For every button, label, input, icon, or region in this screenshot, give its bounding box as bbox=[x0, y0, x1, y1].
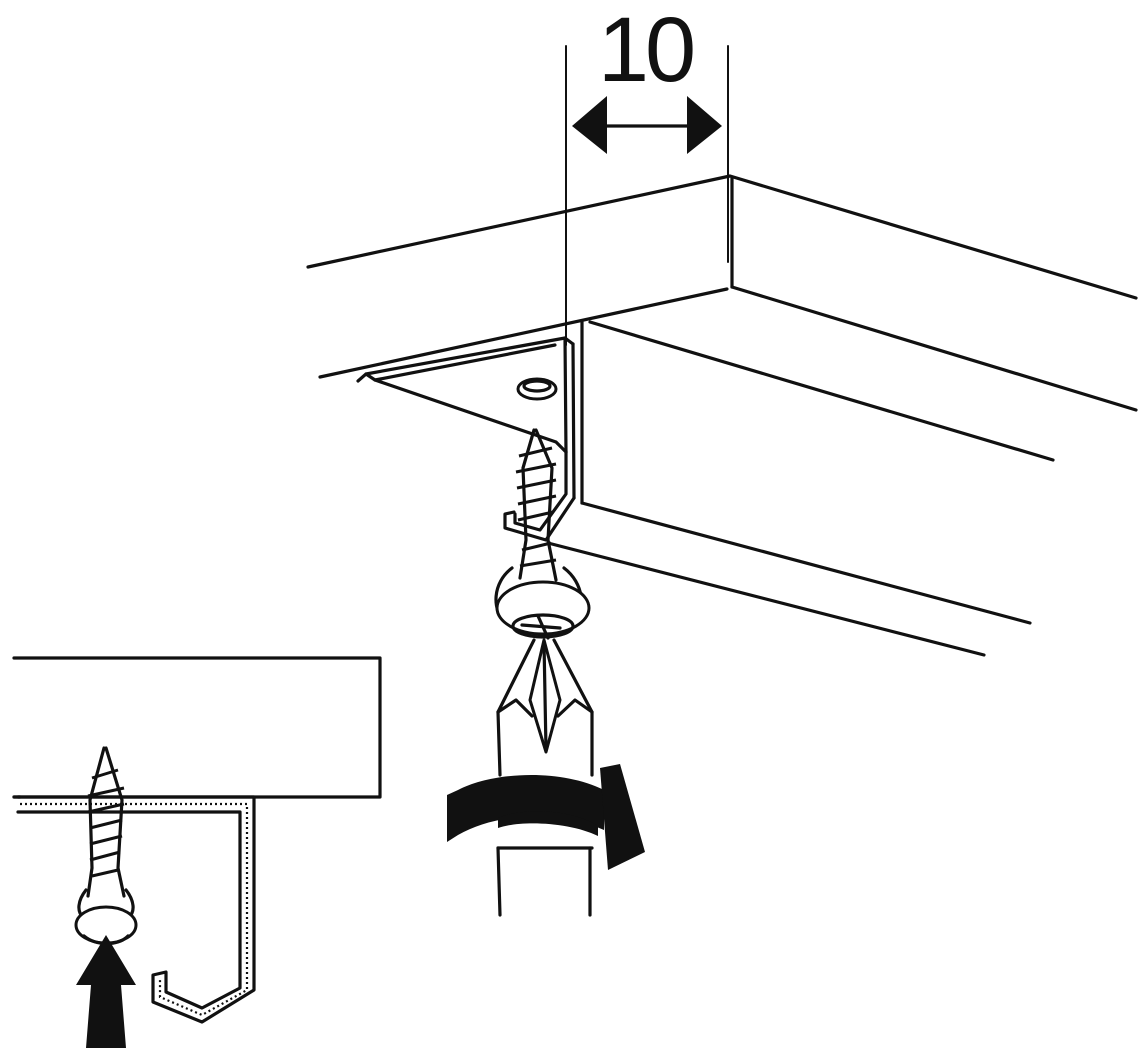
cabinet-side-panel bbox=[546, 320, 1032, 657]
inset-worktop-section bbox=[12, 656, 382, 799]
dimension-arrowhead-left bbox=[572, 96, 607, 154]
screwdriver bbox=[496, 638, 594, 917]
push-up-arrow-icon bbox=[76, 935, 136, 1048]
screw-head bbox=[495, 580, 591, 636]
dimension-indicator bbox=[565, 45, 729, 346]
dimension-arrowhead-right bbox=[687, 96, 722, 154]
inset-bracket bbox=[16, 795, 256, 1024]
worktop bbox=[306, 174, 1138, 462]
screwdriver-rotation-arrow-icon bbox=[447, 764, 645, 870]
inset-screw bbox=[74, 746, 138, 946]
main-screw bbox=[494, 428, 591, 640]
dimension-label: 10 bbox=[597, 0, 696, 101]
mounting-bracket bbox=[356, 336, 576, 542]
